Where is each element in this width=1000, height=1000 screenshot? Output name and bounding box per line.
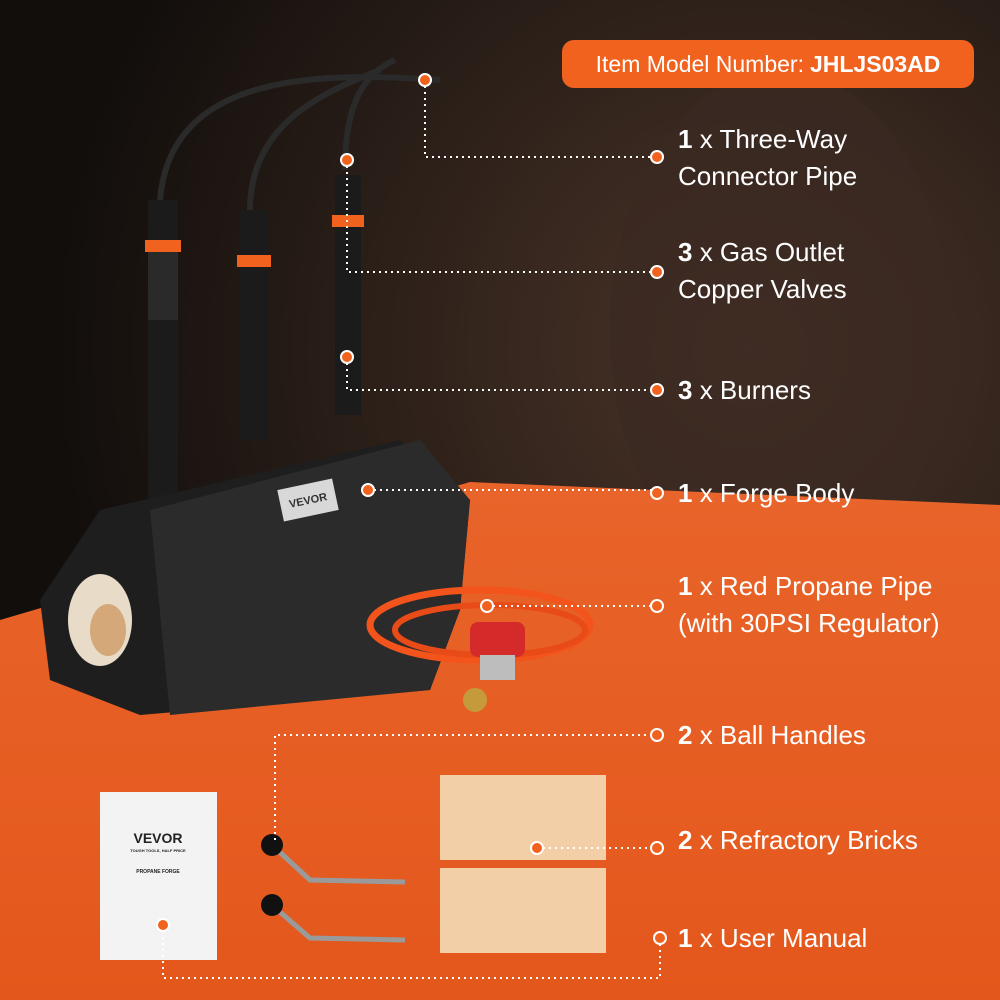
- item-burners: 3 x Burners: [678, 372, 811, 409]
- refractory-brick: [440, 868, 606, 953]
- manual-title: PROPANE FORGE: [136, 869, 180, 875]
- item-red-propane-pipe: 1 x Red Propane Pipe (with 30PSI Regulato…: [678, 568, 940, 642]
- item-text-2: Copper Valves: [678, 274, 847, 304]
- item-text: x Red Propane Pipe: [699, 571, 933, 601]
- item-ball-handles: 2 x Ball Handles: [678, 717, 866, 754]
- item-text-2: Connector Pipe: [678, 161, 858, 191]
- item-text-2: (with 30PSI Regulator): [678, 608, 940, 638]
- qty: 1: [678, 124, 693, 154]
- qty: 2: [678, 825, 693, 855]
- manual-brand: VEVOR: [133, 830, 182, 846]
- blacksmith-silhouette: [610, 70, 950, 590]
- ball-handle-knob: [261, 834, 283, 856]
- item-text: x Three-Way: [699, 124, 848, 154]
- user-manual: VEVOR TOUGH TOOLS, HALF PRICE PROPANE FO…: [100, 792, 217, 960]
- item-refractory-bricks: 2 x Refractory Bricks: [678, 822, 918, 859]
- item-text: x Refractory Bricks: [699, 825, 918, 855]
- ball-handle-knob: [261, 894, 283, 916]
- badge-label: Item Model Number:: [595, 50, 804, 77]
- manual-tagline: TOUGH TOOLS, HALF PRICE: [130, 848, 186, 853]
- red-propane-pipe: [366, 586, 594, 712]
- item-text: x User Manual: [699, 923, 868, 953]
- callout-dots: [156, 73, 667, 945]
- item-text: x Ball Handles: [699, 720, 866, 750]
- item-user-manual: 1 x User Manual: [678, 920, 867, 957]
- model-number-badge: Item Model Number: JHLJS03AD: [562, 40, 974, 88]
- leader-lines: [162, 80, 661, 979]
- qty: 1: [678, 478, 693, 508]
- qty: 1: [678, 923, 693, 953]
- qty: 2: [678, 720, 693, 750]
- item-text: x Burners: [699, 375, 811, 405]
- three-way-connector-pipe: [157, 57, 441, 211]
- item-forge-body: 1 x Forge Body: [678, 475, 854, 512]
- item-text: x Forge Body: [699, 478, 855, 508]
- refractory-brick: [440, 775, 606, 860]
- model-number: JHLJS03AD: [809, 50, 941, 77]
- qty: 3: [678, 237, 693, 267]
- ball-handles: [270, 843, 406, 943]
- item-text: x Gas Outlet: [699, 237, 845, 267]
- qty: 3: [678, 375, 693, 405]
- qty: 1: [678, 571, 693, 601]
